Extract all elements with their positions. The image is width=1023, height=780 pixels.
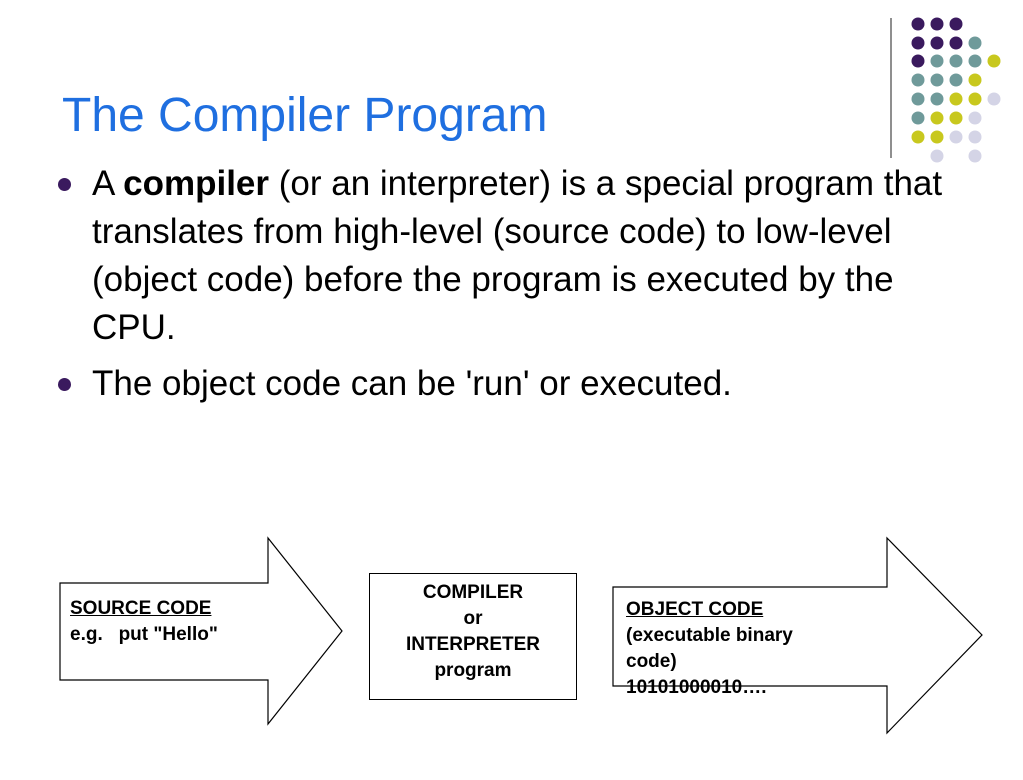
object-code-line-2: code) — [626, 651, 677, 672]
decorative-divider — [890, 18, 892, 158]
object-code-heading: OBJECT CODE — [626, 599, 764, 620]
bullet-text-prefix: A — [92, 164, 124, 203]
bullet-dot-icon — [58, 378, 71, 391]
bullet-bold-term: compiler — [123, 164, 270, 203]
source-code-heading: SOURCE CODE — [70, 598, 212, 619]
bullet-item-object-code: The object code can be 'run' or executed… — [56, 360, 956, 408]
slide-title: The Compiler Program — [62, 89, 548, 142]
object-code-label: OBJECT CODE (executable binary code) 101… — [626, 597, 793, 701]
bullet-dot-icon — [58, 178, 71, 191]
object-code-line-3: 10101000010…. — [626, 677, 767, 698]
compiler-line-3: INTERPRETER — [405, 634, 541, 655]
source-code-label: SOURCE CODE e.g. put "Hello" — [70, 596, 218, 648]
bullet-list: A compiler (or an interpreter) is a spec… — [56, 160, 956, 416]
bullet-item-compiler-definition: A compiler (or an interpreter) is a spec… — [56, 160, 956, 352]
compiler-line-4: program — [434, 660, 512, 681]
compiler-box: COMPILER or INTERPRETER program — [369, 573, 577, 700]
source-code-example: e.g. put "Hello" — [70, 624, 218, 645]
object-code-line-1: (executable binary — [626, 625, 793, 646]
decorative-dot-grid — [911, 17, 1001, 163]
bullet-text-body: (or an interpreter) is a special program… — [92, 164, 943, 347]
compiler-line-2: or — [463, 608, 483, 629]
bullet-text: The object code can be 'run' or executed… — [92, 364, 732, 403]
compiler-line-1: COMPILER — [422, 582, 524, 603]
